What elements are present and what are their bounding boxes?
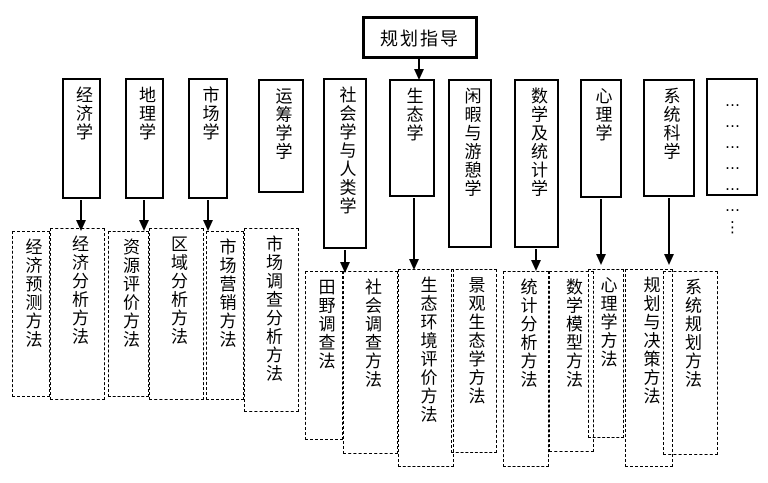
method-label: 资源评价方法 bbox=[119, 238, 139, 349]
arrow-systems-science bbox=[664, 198, 674, 265]
method-box-marketing-methods: 市场营销方法 bbox=[206, 231, 244, 400]
discipline-label: 闲暇与游憩学 bbox=[460, 87, 481, 198]
arrow-psychology bbox=[596, 199, 606, 265]
discipline-label: 社会学与人类学 bbox=[335, 86, 356, 216]
method-box-resource-evaluation: 资源评价方法 bbox=[108, 231, 149, 397]
method-box-psychology-methods: 心理学方法 bbox=[588, 269, 624, 438]
method-box-field-survey: 田野调查法 bbox=[305, 271, 343, 440]
method-label: 区域分析方法 bbox=[167, 235, 187, 346]
method-label: 系统规划方法 bbox=[681, 278, 701, 389]
discipline-label: 数学及统计学 bbox=[527, 87, 547, 198]
discipline-label: 地理学 bbox=[135, 86, 155, 142]
method-box-planning-decision: 规划与决策方法 bbox=[625, 269, 673, 467]
root-box-planning-guidance: 规划指导 bbox=[362, 16, 478, 59]
discipline-label: 系统科学 bbox=[659, 87, 680, 161]
method-box-system-planning: 系统规划方法 bbox=[663, 271, 718, 455]
method-label: 市场调查分析方法 bbox=[262, 235, 282, 383]
discipline-box-leisure-recreation: 闲暇与游憩学 bbox=[448, 79, 492, 248]
arrowhead-icon bbox=[203, 220, 213, 231]
discipline-box-economics: 经济学 bbox=[62, 78, 101, 199]
discipline-box-geography: 地理学 bbox=[125, 78, 164, 199]
method-label: 田野调查法 bbox=[314, 278, 335, 371]
method-box-math-modeling: 数学模型方法 bbox=[549, 271, 594, 452]
discipline-box-marketing: 市场学 bbox=[188, 78, 228, 199]
arrowhead-icon bbox=[409, 259, 419, 270]
arrow-geography bbox=[139, 200, 149, 231]
discipline-box-math-statistics: 数学及统计学 bbox=[514, 79, 559, 248]
ellipsis-label: ………………⋮ bbox=[723, 92, 742, 239]
method-label: 统计分析方法 bbox=[516, 278, 537, 389]
arrowhead-icon bbox=[414, 69, 424, 80]
method-box-economic-analysis: 经济分析方法 bbox=[50, 228, 105, 400]
method-label: 社会调查方法 bbox=[361, 278, 381, 389]
method-box-social-survey: 社会调查方法 bbox=[343, 271, 398, 454]
method-label: 心理学方法 bbox=[596, 276, 617, 369]
arrowhead-icon bbox=[596, 254, 606, 265]
arrowhead-icon bbox=[76, 220, 86, 231]
method-box-economic-forecasting: 经济预测方法 bbox=[12, 231, 50, 397]
discipline-label: 经济学 bbox=[72, 86, 92, 142]
arrow-economics bbox=[76, 200, 86, 231]
discipline-box-ecology: 生态学 bbox=[389, 79, 435, 197]
method-label: 经济分析方法 bbox=[68, 235, 88, 346]
method-box-regional-analysis: 区域分析方法 bbox=[149, 228, 204, 400]
discipline-box-sociology-anthropology: 社会学与人类学 bbox=[323, 78, 367, 249]
discipline-label: 心理学 bbox=[591, 87, 612, 143]
discipline-box-systems-science: 系统科学 bbox=[643, 79, 695, 197]
method-box-market-survey-analysis: 市场调查分析方法 bbox=[244, 228, 299, 412]
method-label: 景观生态学方法 bbox=[464, 276, 485, 406]
discipline-label: 运筹学学 bbox=[271, 87, 292, 161]
method-box-statistical-analysis: 统计分析方法 bbox=[503, 271, 549, 467]
root-label: 规划指导 bbox=[380, 28, 460, 50]
arrow-ecology bbox=[409, 198, 419, 270]
method-label: 经济预测方法 bbox=[21, 238, 42, 349]
arrow-sociology bbox=[340, 250, 350, 273]
discipline-box-psychology: 心理学 bbox=[580, 79, 622, 198]
arrow-math-statistics bbox=[531, 249, 541, 271]
method-box-landscape-ecology: 景观生态学方法 bbox=[451, 269, 497, 453]
arrowhead-icon bbox=[664, 254, 674, 265]
method-label: 数学模型方法 bbox=[562, 278, 582, 389]
arrowhead-icon bbox=[139, 220, 149, 231]
discipline-label: 生态学 bbox=[402, 87, 423, 143]
arrowhead-icon bbox=[531, 260, 541, 271]
method-label: 市场营销方法 bbox=[215, 238, 236, 349]
discipline-box-ellipsis: ………………⋮ bbox=[706, 78, 758, 239]
discipline-box-operations-research: 运筹学学 bbox=[258, 79, 304, 193]
arrowhead-icon bbox=[340, 262, 350, 273]
arrow-root-to-ecology bbox=[414, 59, 424, 80]
arrow-marketing bbox=[203, 200, 213, 231]
discipline-label: 市场学 bbox=[198, 86, 219, 142]
method-box-eco-environment-evaluation: 生态环境评价方法 bbox=[398, 269, 454, 467]
method-label: 生态环境评价方法 bbox=[416, 276, 437, 424]
method-label: 规划与决策方法 bbox=[639, 276, 660, 406]
